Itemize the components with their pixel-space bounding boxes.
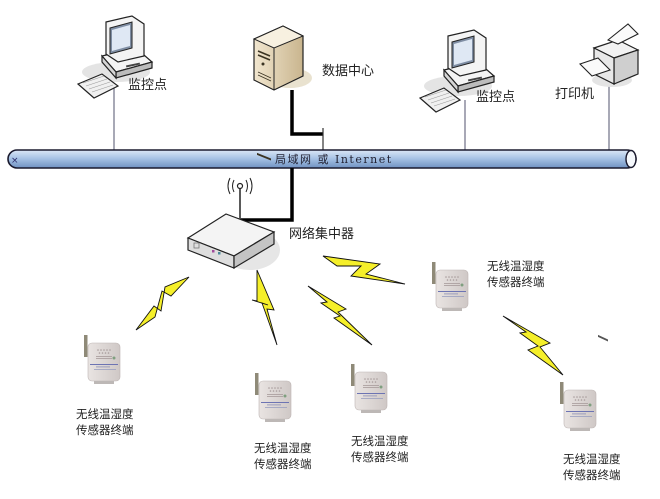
sensor-label-line1: 无线温湿度 [351,434,409,448]
printer-icon [578,23,640,342]
svg-text:×: × [11,156,19,166]
lightning-bolt-icon [322,255,406,285]
sensor-device-icon-2 [254,372,292,423]
wireless-hub-icon [186,177,280,270]
lan-bus-pipe: × [7,149,637,169]
bus-label: 局域网 或 Internet [275,151,393,167]
label-monitor-left: 监控点 [128,78,168,93]
bus-label-or: 或 [317,153,330,166]
label-monitor-right: 监控点 [476,90,516,105]
bus-label-cn: 局域网 [275,153,313,166]
server-icon [252,25,312,161]
sensor-label-4: 无线温湿度 传感器终端 [487,258,545,290]
label-hub: 网络集中器 [289,227,355,242]
lightning-bolt-icon [135,276,190,331]
sensor-label-1: 无线温湿度 传感器终端 [76,406,134,438]
sensor-label-5: 无线温湿度 传感器终端 [563,451,621,483]
sensor-device-icon-4 [431,261,469,312]
label-data-center: 数据中心 [322,64,375,79]
sensor-label-line1: 无线温湿度 [487,259,545,273]
lightning-bolt-icon [307,285,373,346]
sensor-device-icon-5 [559,381,597,432]
connector-data-center [290,90,323,136]
wireless-links [135,255,564,376]
sensor-label-line2: 传感器终端 [351,450,409,464]
sensor-label-line1: 无线温湿度 [76,407,134,421]
sensor-label-line2: 传感器终端 [563,468,621,482]
bus-label-en: Internet [335,153,393,166]
sensor-label-2: 无线温湿度 传感器终端 [254,440,312,472]
lightning-bolt-icon [502,315,564,376]
lightning-bolt-icon [251,269,278,346]
sensor-label-line2: 传感器终端 [254,457,312,471]
sensor-label-line1: 无线温湿度 [254,441,312,455]
sensor-label-line2: 传感器终端 [76,423,134,437]
sensor-label-line1: 无线温湿度 [563,452,621,466]
sensor-device-icon-1 [83,334,121,385]
sensor-device-icon-3 [350,363,388,414]
sensor-label-3: 无线温湿度 传感器终端 [351,433,409,465]
sensor-label-line2: 传感器终端 [487,275,545,289]
label-printer: 打印机 [555,87,595,102]
